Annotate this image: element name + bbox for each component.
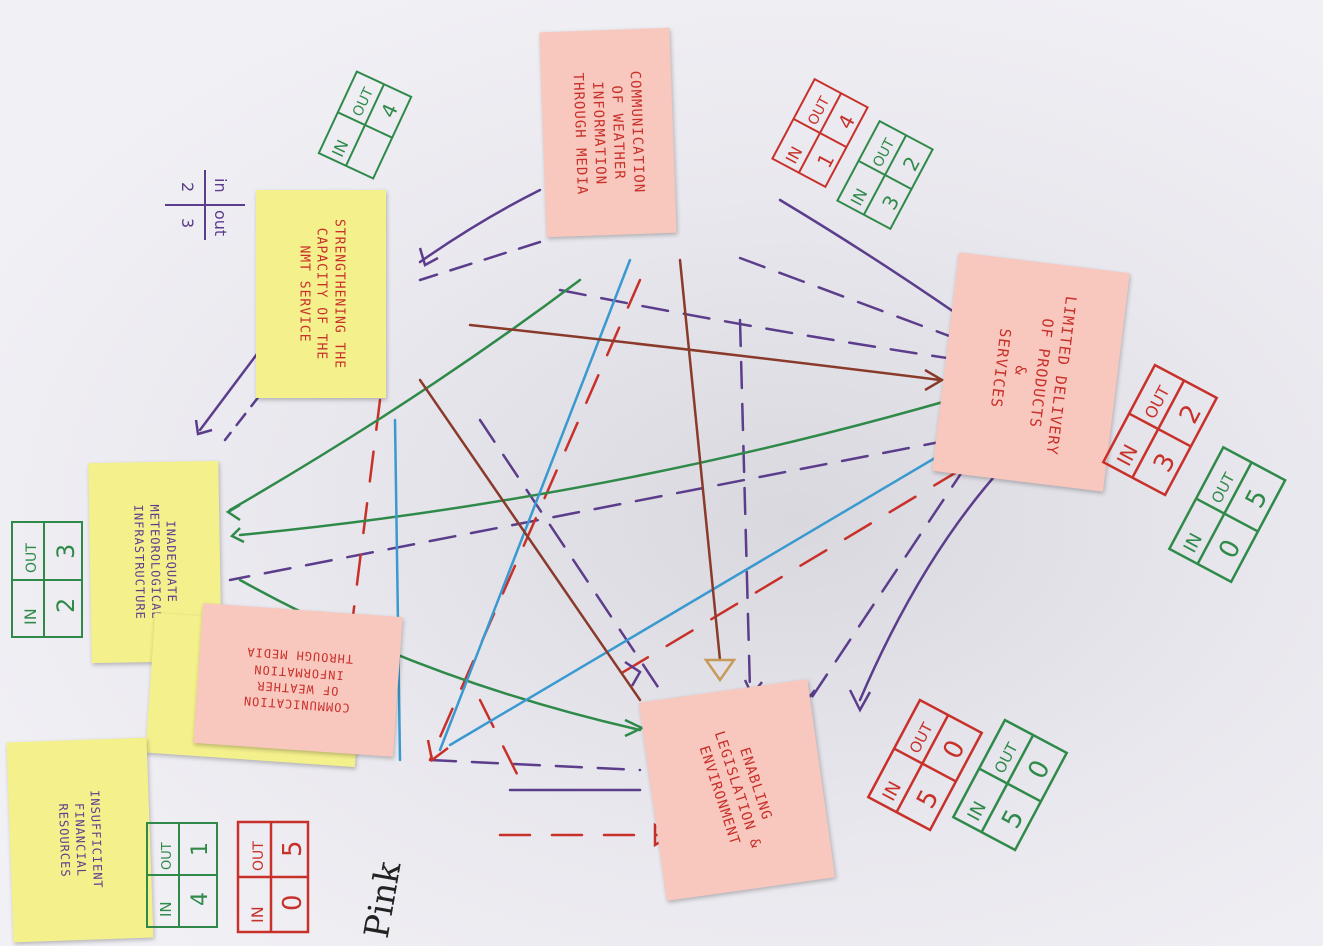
tally-out-label: OUT [160, 842, 175, 870]
sticky-note-communication-lower: COMMUNICATION OF WEATHER INFORMATION THR… [193, 603, 403, 757]
green-arrow [238, 578, 642, 732]
purple-arrow [428, 758, 642, 772]
tally-green-communication: IN OUT 3 2 [836, 120, 934, 230]
purple-arrow [223, 393, 262, 442]
purple-arrow [198, 348, 262, 432]
note-text-enabling: ENABLING LEGISLATION & ENVIRONMENT [695, 729, 775, 851]
tally-out-label: OUT [1208, 469, 1239, 506]
note-text-limited-delivery: LIMITED DELIVERY OF PRODUCTS & SERVICES [987, 294, 1080, 457]
blue-arrow [393, 418, 402, 762]
tally-out-label: OUT [251, 841, 267, 871]
arrowhead [848, 689, 872, 713]
brown-arrow [418, 378, 642, 702]
tally-in-label: IN [21, 608, 40, 625]
tally-out-label: OUT [906, 719, 937, 756]
purple-arrow [228, 438, 952, 582]
purple-arrow [558, 288, 962, 362]
tally-green-limited: IN OUT 0 5 [1167, 445, 1287, 584]
blue-arrow [438, 258, 632, 752]
tally-purple-strengthening: in out 2 3 [165, 170, 245, 240]
arrowhead [225, 503, 241, 522]
brown-arrow [678, 258, 722, 662]
purple-arrow [418, 240, 542, 282]
green-arrow [228, 278, 582, 512]
arrowhead [924, 368, 945, 392]
red-arrow [478, 698, 522, 782]
tally-out-value: 5 [278, 840, 308, 857]
brown-arrow [468, 323, 942, 382]
tally-red-limited: IN OUT 3 2 [1101, 363, 1219, 497]
tally-in-value: 2 [178, 182, 197, 192]
purple-arrow [738, 318, 752, 692]
arrowhead [418, 247, 439, 267]
note-text-inadequate: INADEQUATE METEOROLOGICAL INFRASTRUCTURE [130, 504, 179, 620]
tally-in-label: IN [847, 185, 872, 209]
green-arrow [238, 398, 952, 537]
note-text-communication-lower: COMMUNICATION OF WEATHER INFORMATION THR… [242, 645, 354, 716]
tally-in-label: IN [157, 901, 175, 917]
red-arrow [428, 278, 642, 762]
note-text-communication-top: COMMUNICATION OF WEATHER INFORMATION THR… [569, 69, 647, 196]
tally-in-label: IN [782, 143, 807, 167]
arrowhead [194, 419, 213, 436]
red-arrow [608, 468, 962, 682]
arrowhead [624, 660, 642, 687]
tally-in-label: IN [328, 137, 352, 160]
blue-arrow [448, 453, 942, 747]
purple-arrow [478, 418, 662, 692]
purple-arrow [418, 188, 542, 264]
tally-in-label: in [211, 178, 230, 193]
purple-arrow [738, 256, 962, 342]
sticky-note-strengthening: STRENGTHENING THE CAPACITY OF THE NMT SE… [256, 190, 386, 398]
tally-green-enabling: IN OUT 5 0 [951, 718, 1069, 852]
tally-in-value: 2 [52, 598, 80, 613]
tally-in-label: IN [248, 906, 267, 923]
arrowhead [426, 739, 449, 763]
purple-arrow [858, 468, 1002, 702]
tally-out-value: 3 [52, 544, 80, 559]
tally-in-value: 4 [188, 892, 213, 906]
sticky-note-communication-top: COMMUNICATION OF WEATHER INFORMATION THR… [539, 27, 677, 238]
tally-red-insufficient: IN OUT 0 5 [236, 820, 310, 934]
arrowhead [229, 527, 245, 544]
tally-red-communication: IN OUT 1 4 [771, 78, 869, 188]
note-text-strengthening: STRENGTHENING THE CAPACITY OF THE NMT SE… [296, 218, 347, 370]
tally-green-strengthening: IN OUT 4 [317, 70, 413, 180]
tally-green-insufficient: IN OUT 4 1 [146, 822, 218, 928]
tally-out-label: OUT [350, 85, 377, 119]
arrowhead [703, 658, 737, 683]
tally-red-enabling: IN OUT 5 0 [866, 698, 984, 832]
tally-in-value: 0 [278, 894, 308, 911]
tally-out-value: 3 [178, 218, 197, 228]
tally-out-value: 4 [376, 100, 403, 122]
sticky-note-insufficient: INSUFFICIENT FINANCIAL RESOURCES [6, 737, 154, 943]
tally-green-inadequate: IN OUT 2 3 [11, 521, 83, 638]
sticky-note-enabling: ENABLING LEGISLATION & ENVIRONMENT [638, 679, 836, 901]
tally-out-label: OUT [991, 739, 1022, 776]
tally-out-label: OUT [870, 136, 898, 170]
purple-arrow [808, 428, 992, 702]
tally-out-label: OUT [1141, 383, 1174, 422]
tally-out-label: OUT [24, 543, 40, 573]
note-text-insufficient: INSUFFICIENT FINANCIAL RESOURCES [55, 789, 105, 889]
tally-out-label: out [211, 210, 230, 236]
tally-out-value: 1 [188, 842, 213, 856]
